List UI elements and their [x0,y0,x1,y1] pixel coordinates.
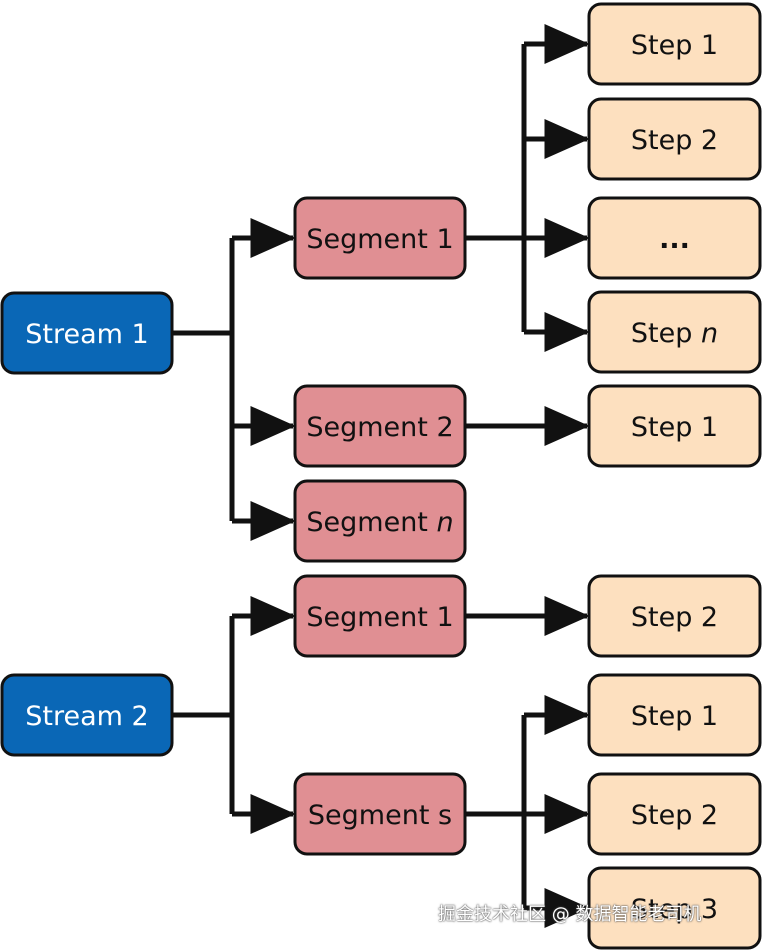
step-box-label: Step 3 [631,894,718,925]
step-box-shape [587,866,762,950]
segment-box-label: Segment 1 [306,224,453,255]
step-box-shape [587,574,762,658]
step-box-shape [587,97,762,181]
watermark-text: 掘金技术社区 @ 数据智能老司机 [438,904,702,925]
segment-box-label: Segment s [308,800,452,831]
step-box-shape [587,2,762,86]
segment-box-shape [293,196,467,280]
step-box: Step 3 [587,866,762,950]
segment-box-label: Segment 1 [306,602,453,633]
step-box: Step 1 [587,2,762,86]
segment-box: Segment s [293,772,467,856]
segment-box: Segment 1 [293,574,467,658]
step-box: Step 2 [587,772,762,856]
stream-box: Stream 2 [0,673,174,757]
step-box-shape [587,384,762,468]
step-box-label: Step 1 [631,701,718,732]
stream-box: Stream 1 [0,291,174,375]
step-box-shape [587,772,762,856]
stream-box-shape [0,291,174,375]
step-box: Step 1 [587,384,762,468]
stream-box-label: Stream 2 [25,701,148,732]
step-box-shape [587,290,762,374]
stream-box-label: Stream 1 [25,319,148,350]
connector-lines [172,24,590,928]
segment-box-label: Segment n [306,507,453,538]
step-box: Step 1 [587,673,762,757]
step-box-label: Step 1 [631,30,718,61]
segment-box-shape [293,574,467,658]
step-box-label: Step 2 [631,125,718,156]
segment-box-shape [293,479,467,563]
step-box-shape [587,673,762,757]
segment-box: Segment 1 [293,196,467,280]
step-box-label: Step n [631,318,718,349]
step-box: Step 2 [587,574,762,658]
step-box-label: ... [659,224,690,255]
step-box-shape [587,196,762,280]
step-box: ... [587,196,762,280]
step-box: Step n [587,290,762,374]
step-box: Step 2 [587,97,762,181]
segment-box: Segment 2 [293,384,467,468]
stream-box-shape [0,673,174,757]
segment-box: Segment n [293,479,467,563]
segment-box-shape [293,772,467,856]
step-box-label: Step 1 [631,412,718,443]
step-box-label: Step 2 [631,602,718,633]
segment-box-shape [293,384,467,468]
step-box-label: Step 2 [631,800,718,831]
segment-box-label: Segment 2 [306,412,453,443]
